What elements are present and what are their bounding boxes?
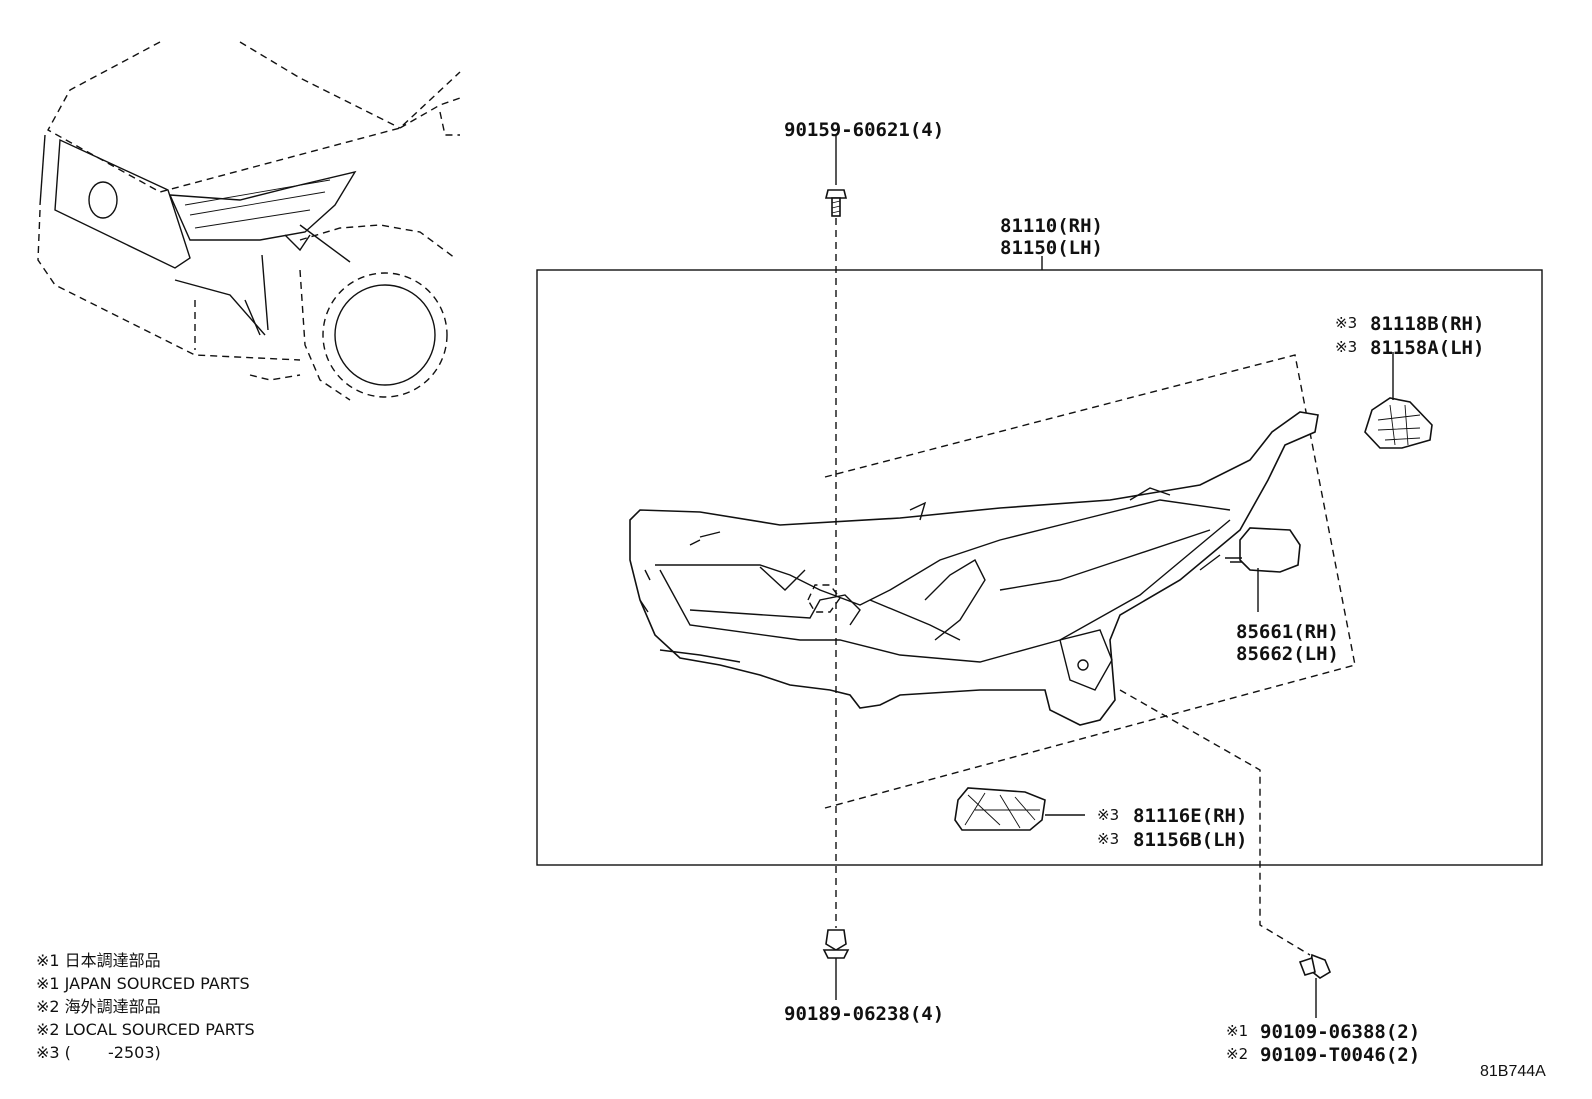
callout-upper-bracket-rh: 81118B(RH): [1370, 313, 1484, 335]
top-bolt: [824, 136, 848, 928]
callout-lower-bracket-rh: 81116E(RH): [1133, 805, 1247, 827]
legend-line: ※3 ( -2503): [36, 1043, 161, 1062]
side-screw: [1119, 689, 1332, 1018]
callout-lower-bracket-lh: 81156B(LH): [1133, 829, 1247, 851]
callout-clip-bottom: 90189-06238(4): [784, 1003, 944, 1025]
callout-bolt-top: 90159-60621(4): [784, 119, 944, 141]
note-mark: ※2: [1226, 1045, 1248, 1063]
leveling-actuator: [1199, 527, 1301, 612]
headlamp-unit: [629, 411, 1319, 726]
lower-bracket: [954, 787, 1085, 831]
callout-headlamp-rh: 81110(RH): [1000, 215, 1103, 237]
note-mark: ※3: [1335, 314, 1357, 332]
note-mark: ※3: [1335, 338, 1357, 356]
assembly-frame: [536, 269, 1543, 866]
callout-actuator-lh: 85662(LH): [1236, 643, 1339, 665]
callout-screw-local: 90109-T0046(2): [1260, 1044, 1420, 1066]
diagram-code: 81B744A: [1480, 1063, 1546, 1080]
vehicle-overview-sketch: [37, 41, 461, 401]
callout-headlamp-lh: 81150(LH): [1000, 237, 1103, 259]
callout-screw-japan: 90109-06388(2): [1260, 1021, 1420, 1043]
legend-line: ※1 JAPAN SOURCED PARTS: [36, 974, 250, 993]
legend-line: ※2 海外調達部品: [36, 997, 161, 1016]
note-mark: ※1: [1226, 1022, 1248, 1040]
note-mark: ※3: [1097, 806, 1119, 824]
legend-line: ※1 日本調達部品: [36, 951, 161, 970]
legend: ※1 日本調達部品 ※1 JAPAN SOURCED PARTS ※2 海外調達…: [36, 951, 255, 1062]
legend-line: ※2 LOCAL SOURCED PARTS: [36, 1020, 255, 1039]
assembly-envelope: [824, 354, 1356, 809]
callout-actuator-rh: 85661(RH): [1236, 621, 1339, 643]
upper-bracket: [1364, 352, 1433, 449]
bottom-clip: [822, 929, 850, 1000]
note-mark: ※3: [1097, 830, 1119, 848]
callout-upper-bracket-lh: 81158A(LH): [1370, 337, 1484, 359]
